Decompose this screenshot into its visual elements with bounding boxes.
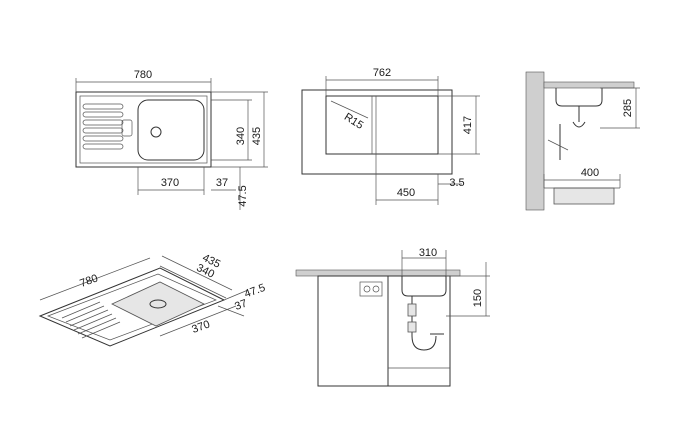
cutout-view: R15 762 417 450 3.5 (301, 67, 480, 205)
dim-cutout-width: 762 (373, 67, 391, 79)
drainer-grooves (82, 103, 133, 150)
countertop (543, 81, 635, 89)
side-section: 285 400 (525, 71, 640, 211)
dim-bowl-width: 370 (161, 177, 179, 189)
front-trap (411, 335, 437, 351)
dim-cutout-depth: 417 (462, 116, 474, 134)
control-panel (359, 281, 383, 297)
trap (572, 121, 586, 128)
iso-view: 780 435 340 47.5 37 370 (38, 252, 267, 347)
dim-bowl-depth: 340 (235, 127, 247, 145)
cabinet-left (317, 275, 389, 387)
dim-section-depth: 400 (581, 167, 599, 179)
dim-section-height: 285 (622, 99, 634, 117)
dim-edge-offset2: 47.5 (237, 185, 249, 206)
iso-drain-icon (149, 299, 167, 309)
dim-width: 780 (134, 69, 152, 81)
front-bowl (401, 276, 447, 297)
dim-front-width: 310 (419, 247, 437, 259)
bowl (137, 99, 205, 161)
front-section: 310 150 (295, 247, 490, 387)
dim-overall-depth: 435 (251, 127, 263, 145)
dim-iso-edge2: 47.5 (243, 282, 267, 301)
dim-iso-width: 780 (78, 272, 99, 290)
overflow-icon (121, 119, 133, 137)
dim-iso-edge1: 37 (233, 297, 249, 312)
sink-rim (79, 95, 208, 164)
sink-outline (75, 91, 212, 168)
dim-edge-offset: 37 (216, 177, 228, 189)
dim-cutout-offset2: 3.5 (449, 177, 464, 189)
drain-icon (150, 126, 162, 138)
cabinet-right (387, 275, 451, 387)
cutout-outline (325, 95, 439, 155)
dim-iso-bowl-width: 370 (190, 318, 211, 336)
front-countertop (295, 269, 461, 277)
cabinet-base (553, 187, 615, 205)
top-view: 780 340 435 370 37 47.5 (75, 69, 268, 210)
dim-front-height: 150 (472, 289, 484, 307)
dim-cutout-offset: 450 (397, 187, 415, 199)
countertop-outline (301, 89, 453, 175)
bowl-section (555, 88, 603, 107)
iso-drainer-grooves (61, 301, 121, 339)
wall (525, 71, 545, 211)
dim-radius: R15 (342, 111, 365, 132)
iso-bowl (111, 281, 205, 327)
